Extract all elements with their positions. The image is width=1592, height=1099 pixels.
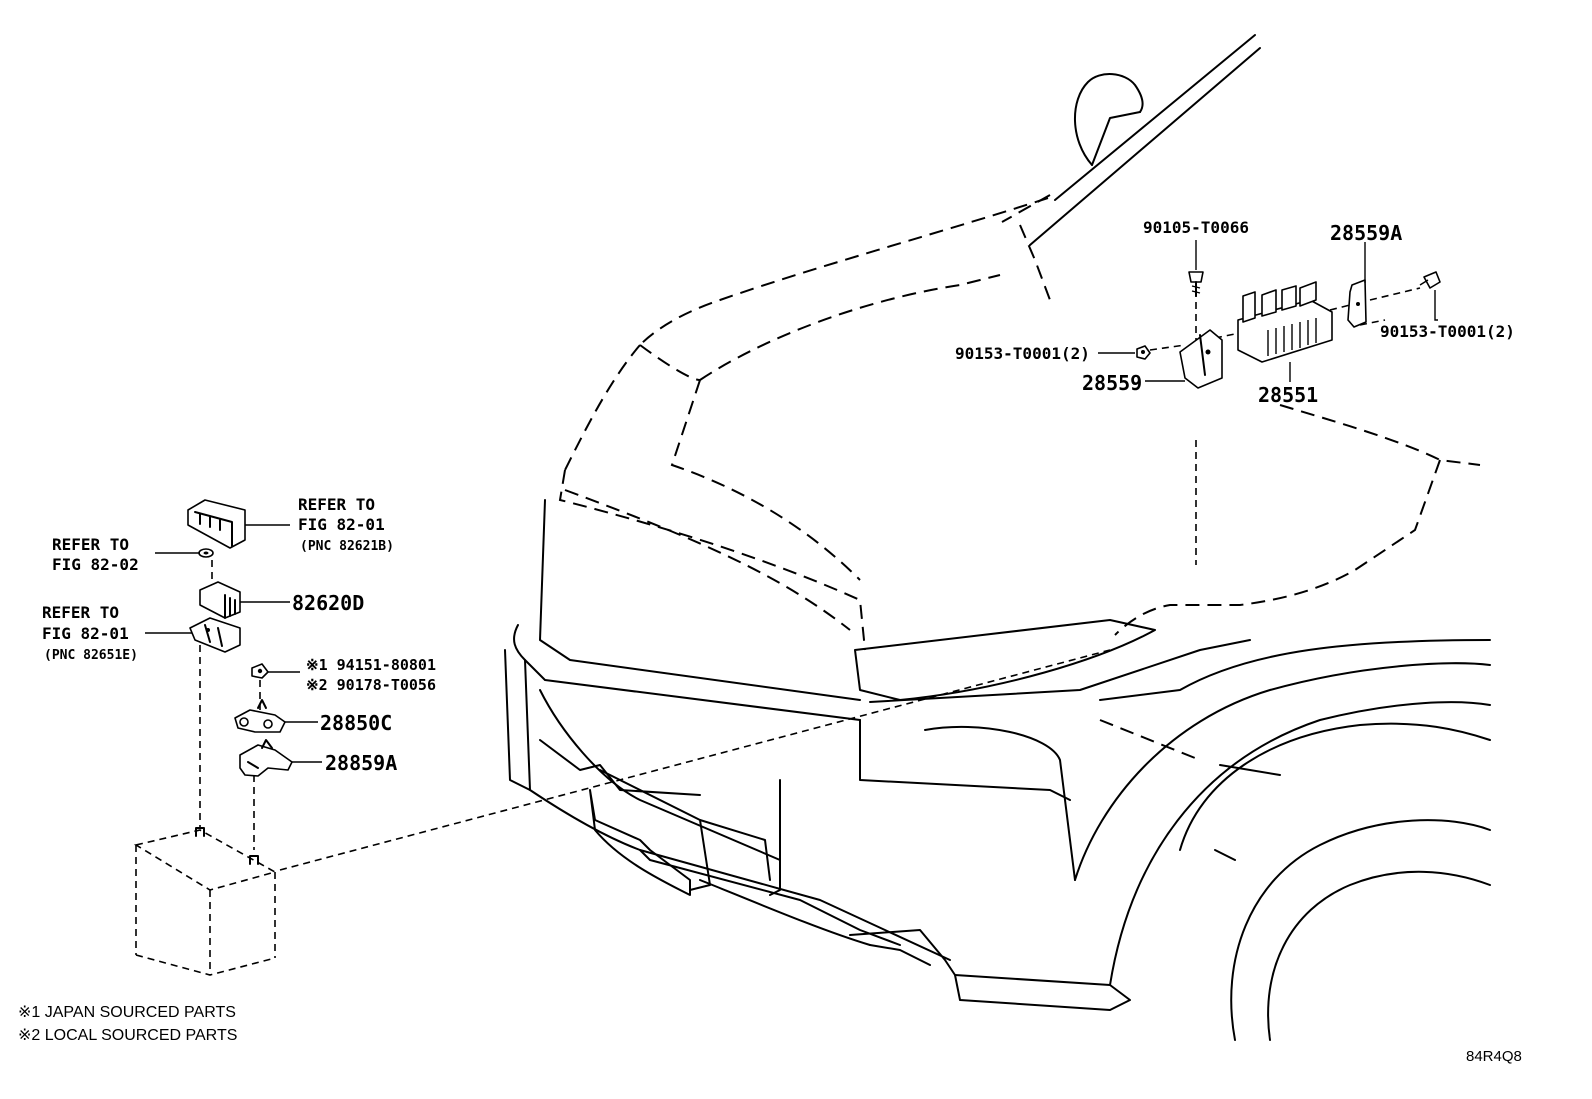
fuse-block-icon [189, 617, 241, 653]
notes: ※1 JAPAN SOURCED PARTS ※2 LOCAL SOURCED … [18, 1004, 1522, 1065]
bolt-90153-right-icon [1419, 271, 1441, 289]
relay-block-82620D-icon [199, 581, 241, 619]
ref3-line1: REFER TO [42, 603, 119, 622]
part-label-28559: 28559 [1082, 371, 1142, 395]
note-japan-sourced: ※1 JAPAN SOURCED PARTS [18, 1004, 236, 1021]
part-label-82620D: 82620D [292, 591, 364, 615]
part-label-90178: ※2 90178-T0056 [306, 676, 436, 694]
part-labels: 90105-T0066 28559A 90153-T0001(2) 90153-… [292, 218, 1515, 775]
relay-cover-icon [187, 499, 246, 549]
part-label-90153-left: 90153-T0001(2) [955, 344, 1090, 363]
part-label-28559A: 28559A [1330, 221, 1402, 245]
ref3-line3: (PNC 82651E) [44, 648, 138, 663]
leader-lines [145, 240, 1438, 763]
figure-id: 84R4Q8 [1466, 1048, 1522, 1065]
part-label-90153-right: 90153-T0001(2) [1380, 322, 1515, 341]
ref3-line2: FIG 82-01 [42, 624, 129, 643]
relay-module-28551-icon [1237, 281, 1333, 363]
note-local-sourced: ※2 LOCAL SOURCED PARTS [18, 1027, 237, 1044]
terminal-28850C-icon [234, 699, 286, 733]
vehicle-outline [504, 34, 1491, 1041]
bracket-28559A-icon [1347, 279, 1367, 328]
bracket-28559-icon [1179, 329, 1223, 389]
battery-icon [133, 827, 278, 976]
nut-94151-icon [251, 663, 269, 679]
part-label-28551: 28551 [1258, 383, 1318, 407]
ref2-line1: REFER TO [52, 535, 129, 554]
washer-icon [198, 548, 214, 558]
ref2-line2: FIG 82-02 [52, 555, 139, 574]
ref1-line2: FIG 82-01 [298, 515, 385, 534]
ref1-line3: (PNC 82621B) [300, 539, 394, 554]
part-label-28859A: 28859A [325, 751, 397, 775]
assembly-lines [199, 287, 1421, 871]
reference-labels: REFER TO FIG 82-01 (PNC 82621B) REFER TO… [42, 495, 394, 663]
part-label-90105: 90105-T0066 [1143, 218, 1249, 237]
bolt-90105-icon [1188, 271, 1204, 297]
ref1-line1: REFER TO [298, 495, 375, 514]
part-label-94151: ※1 94151-80801 [306, 656, 436, 674]
nut-90153-left-icon [1136, 345, 1151, 360]
terminal-28859A-icon [239, 739, 293, 777]
part-label-28850C: 28850C [320, 711, 392, 735]
